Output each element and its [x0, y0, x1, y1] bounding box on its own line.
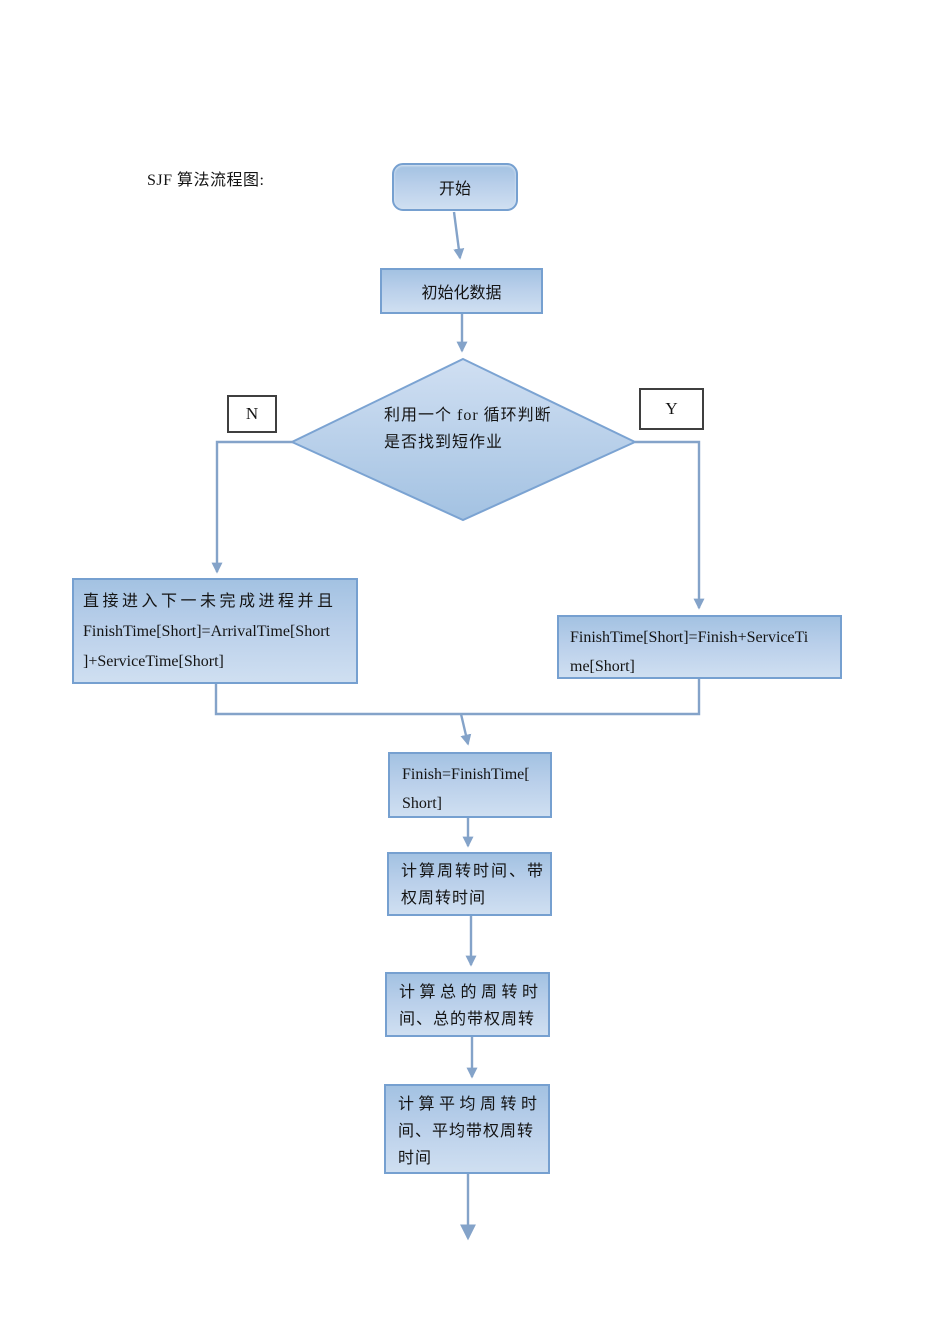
node-no-branch: 直接进入下一未完成进程并且 FinishTime[Short]=ArrivalT…: [72, 578, 358, 684]
assign-finish-line-2: Short]: [402, 795, 442, 812]
calc-total-line-1: 计算总的周转时: [399, 984, 543, 1001]
connector-decision-yes-branch: [635, 440, 705, 610]
node-calc-turnaround: 计算周转时间、带 权周转时间: [387, 852, 552, 916]
branch-label-no: N: [227, 395, 277, 433]
decision-line-2: 是否找到短作业: [384, 434, 504, 451]
node-yes-branch: FinishTime[Short]=Finish+ServiceTi me[Sh…: [557, 615, 842, 679]
assign-finish-line-1: Finish=FinishTime[: [402, 766, 530, 783]
calc-average-line-3: 时间: [398, 1150, 433, 1167]
no-branch-line-3: ]+ServiceTime[Short]: [83, 653, 224, 670]
no-branch-line-1: 直接进入下一未完成进程并且: [83, 593, 337, 610]
page-title: SJF 算法流程图:: [147, 172, 265, 189]
arrow-start-to-init: [452, 211, 465, 260]
node-decision-text: 利用一个 for 循环判断 是否找到短作业: [384, 402, 552, 456]
node-start-label: 开始: [438, 181, 471, 198]
node-start: 开始: [392, 163, 518, 211]
calc-average-line-2: 间、平均带权周转: [398, 1123, 535, 1140]
connector-merge-line: [214, 679, 701, 716]
yes-branch-line-1: FinishTime[Short]=Finish+ServiceTi: [570, 629, 809, 646]
decision-diamond-shape: [289, 357, 638, 522]
branch-label-yes-text: Y: [665, 399, 678, 418]
node-init-data: 初始化数据: [380, 268, 543, 314]
yes-branch-line-2: me[Short]: [570, 658, 635, 675]
decision-line-1: 利用一个 for 循环判断: [384, 407, 552, 424]
calc-average-line-1: 计算平均周转时: [398, 1096, 542, 1113]
calc-total-line-2: 间、总的带权周转: [399, 1011, 536, 1028]
node-calc-total: 计算总的周转时 间、总的带权周转: [385, 972, 550, 1037]
node-calc-average: 计算平均周转时 间、平均带权周转 时间: [384, 1084, 550, 1174]
branch-label-no-text: N: [245, 404, 259, 423]
no-branch-line-2: FinishTime[Short]=ArrivalTime[Short: [83, 623, 330, 640]
node-init-data-label: 初始化数据: [421, 285, 502, 302]
calc-turnaround-line-2: 权周转时间: [401, 890, 487, 907]
branch-label-yes: Y: [639, 388, 704, 430]
arrow-merge-to-assign-finish: [459, 713, 472, 746]
connector-decision-no-branch: [211, 440, 293, 574]
calc-turnaround-line-1: 计算周转时间、带: [401, 863, 546, 880]
node-assign-finish: Finish=FinishTime[ Short]: [388, 752, 552, 818]
